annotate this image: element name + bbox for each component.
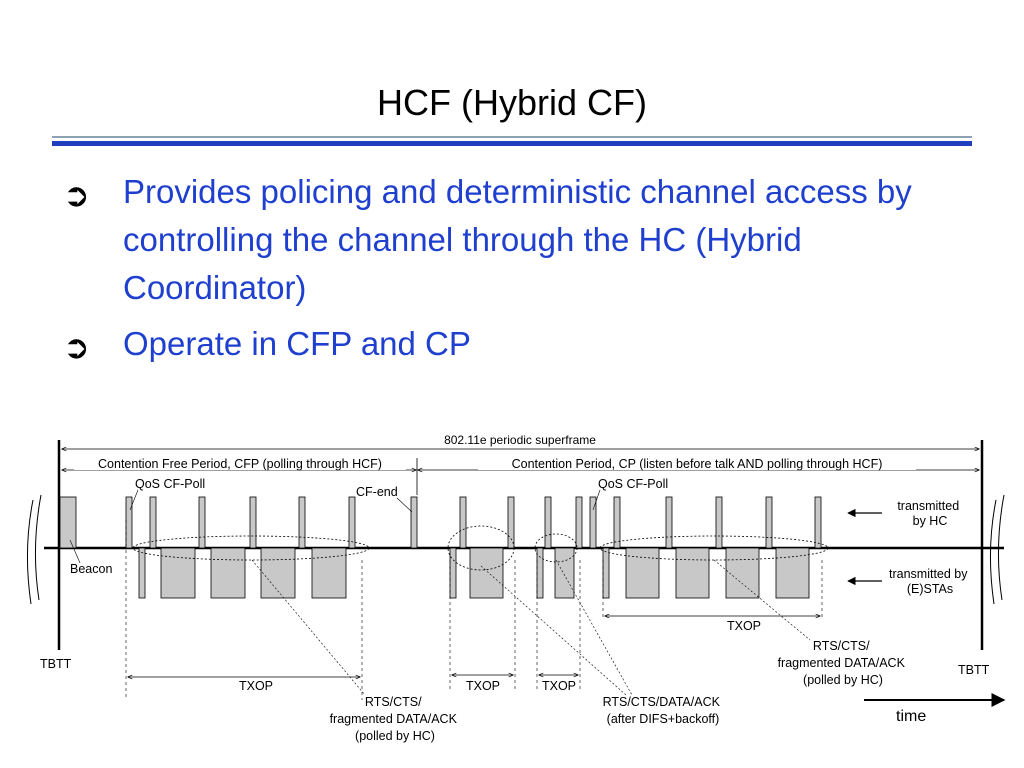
hc-poll-frame [249, 496, 257, 549]
beacon-label: Beacon [70, 562, 112, 576]
rts-cfp-label: RTS/CTS/ fragmented DATA/ACK (polled by … [330, 695, 461, 743]
sta-frame [311, 547, 347, 599]
hcf-superframe-diagram: 802.11e periodic superframe Contention F… [26, 432, 1006, 743]
superframe-label: 802.11e periodic superframe [444, 433, 596, 447]
txop-guides [125, 520, 823, 700]
beacon-frame [59, 496, 77, 549]
cf-end-label: CF-end [356, 485, 398, 499]
hc-poll-frame [125, 496, 133, 549]
arrow-circle-icon: ➲ [63, 329, 90, 365]
cp-hc-frames [459, 496, 822, 549]
hc-poll-frame [149, 496, 157, 549]
txop-ellipses [132, 525, 829, 571]
txop-label-cp2: TXOP [542, 679, 576, 693]
hc-poll-frame [814, 496, 822, 549]
rts-contention-label: RTS/CTS/DATA/ACK (after DIFS+backoff) [603, 695, 724, 726]
title-divider-thick [52, 141, 972, 146]
tbtt-label-right: TBTT [958, 663, 990, 677]
bullet-item: ➲ Provides policing and deterministic ch… [63, 168, 963, 312]
hc-poll-frame [348, 496, 356, 549]
hc-poll-frame [575, 496, 583, 549]
hc-poll-frame [198, 496, 206, 549]
title-divider-thin [52, 136, 972, 138]
sta-frame [449, 547, 457, 599]
break-mark-left [26, 494, 42, 605]
cfp-hc-frames [125, 496, 418, 549]
sta-frame [260, 547, 296, 599]
break-mark-right [989, 494, 1005, 605]
hc-poll-frame [544, 496, 552, 549]
arrow-circle-icon: ➲ [63, 177, 90, 213]
slide-title: HCF (Hybrid CF) [377, 82, 647, 123]
cfp-sta-frames [138, 547, 347, 599]
sta-frame [469, 547, 504, 599]
sta-frame [138, 547, 146, 599]
sta-frame [775, 547, 810, 599]
txop-label-cp-right: TXOP [727, 619, 761, 633]
transmitted-by-stas-label: transmitted by (E)STAs [889, 567, 971, 596]
sta-frame [160, 547, 196, 599]
hc-poll-frame [507, 496, 515, 549]
sta-frame [675, 547, 710, 599]
bullet-text: Provides policing and deterministic chan… [123, 173, 912, 306]
txop-ellipse-cp1 [447, 525, 515, 571]
hc-poll-frame [298, 496, 306, 549]
sta-frame [625, 547, 660, 599]
cf-end-frame [410, 496, 418, 549]
pointer-lines [251, 559, 811, 696]
sta-frame [725, 547, 760, 599]
txop-ellipse-cfp [132, 535, 370, 561]
txop-label-cfp: TXOP [239, 679, 273, 693]
hc-poll-frame [459, 496, 467, 549]
qos-cf-poll-label-left: QoS CF-Poll [135, 477, 205, 491]
qos-cf-poll-label-right: QoS CF-Poll [598, 477, 668, 491]
sta-frame [536, 547, 544, 599]
txop-ellipse-cp2 [534, 533, 578, 563]
bullet-list: ➲ Provides policing and deterministic ch… [63, 168, 963, 376]
sta-frame [554, 547, 575, 599]
txop-label-cp1: TXOP [466, 679, 500, 693]
sta-frame [210, 547, 246, 599]
transmitted-by-hc-label: transmitted by HC [897, 499, 962, 528]
time-label: time [896, 708, 926, 725]
cp-sta-frames [449, 547, 810, 599]
txop-ellipse-cp3 [599, 535, 829, 561]
hc-poll-frame [665, 496, 673, 549]
sta-frame [602, 547, 610, 599]
cfp-label: Contention Free Period, CFP (polling thr… [98, 457, 382, 471]
tbtt-label-left: TBTT [40, 657, 72, 671]
bullet-text: Operate in CFP and CP [123, 325, 471, 362]
hc-poll-frame [613, 496, 621, 549]
bullet-item: ➲ Operate in CFP and CP [63, 320, 963, 368]
rts-cp-polled-label: RTS/CTS/ fragmented DATA/ACK (polled by … [778, 639, 909, 687]
hc-poll-frame [589, 496, 597, 549]
cp-label: Contention Period, CP (listen before tal… [512, 457, 883, 471]
hc-poll-frame [765, 496, 773, 549]
hc-poll-frame [715, 496, 723, 549]
